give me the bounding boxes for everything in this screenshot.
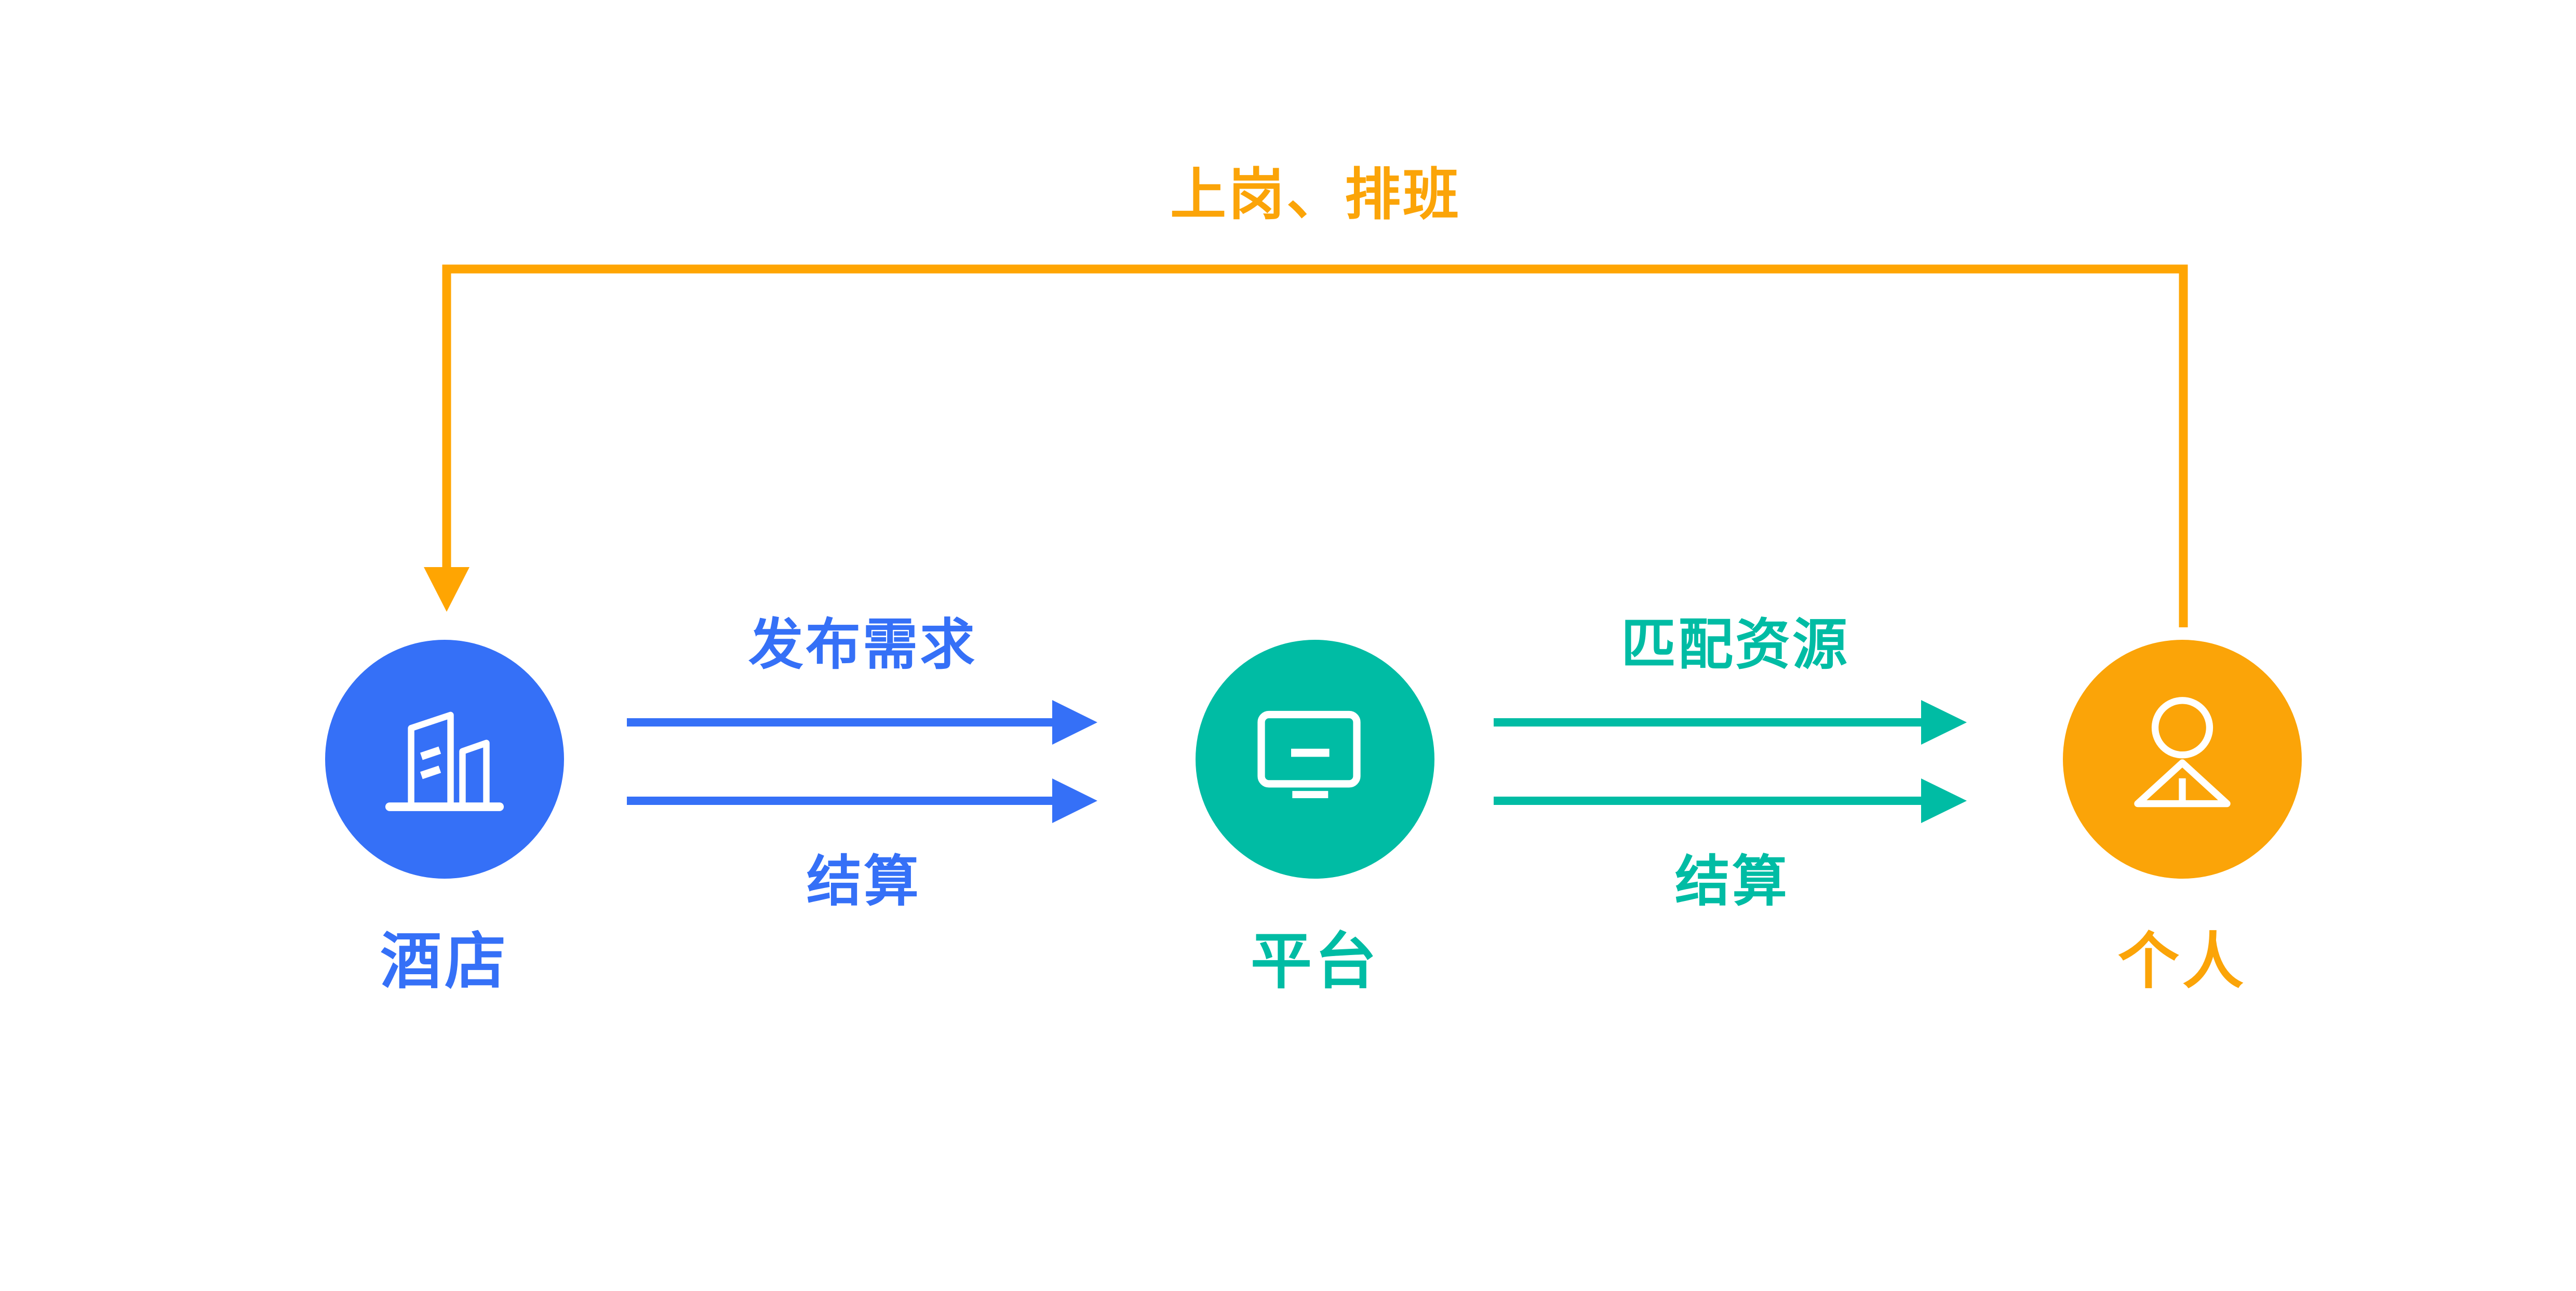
hotel-node — [325, 640, 564, 879]
settle-teal-arrow — [1494, 778, 1967, 823]
onboard-schedule-arrow-line — [442, 264, 2188, 627]
platform-node-label: 平台 — [1250, 927, 1379, 996]
onboard-schedule-arrowhead — [424, 567, 469, 612]
match-resource-label: 匹配资源 — [1621, 614, 1849, 676]
match-resource-arrow — [1494, 700, 1967, 745]
person-node — [2063, 640, 2302, 879]
publish-demand-arrowhead — [1052, 700, 1097, 745]
onboard-schedule-arrow — [424, 264, 2188, 627]
onboard-schedule-label: 上岗、排班 — [1170, 163, 1461, 226]
person-icon — [2134, 697, 2231, 808]
building-icon — [385, 711, 504, 811]
match-resource-arrowhead — [1921, 700, 1967, 745]
settle-teal-arrowhead — [1921, 778, 1967, 823]
monitor-icon — [1257, 710, 1361, 798]
settle-blue-arrow — [627, 778, 1097, 823]
person-node-label: 个人 — [2117, 927, 2247, 996]
hotel-node-label: 酒店 — [380, 927, 509, 996]
settle-blue-arrowhead — [1052, 778, 1097, 823]
settle-platform-person-label: 结算 — [1675, 851, 1789, 912]
platform-node — [1196, 640, 1434, 879]
settle-hotel-platform-label: 结算 — [807, 851, 921, 912]
publish-demand-label: 发布需求 — [748, 614, 977, 676]
publish-demand-arrow — [627, 700, 1097, 745]
